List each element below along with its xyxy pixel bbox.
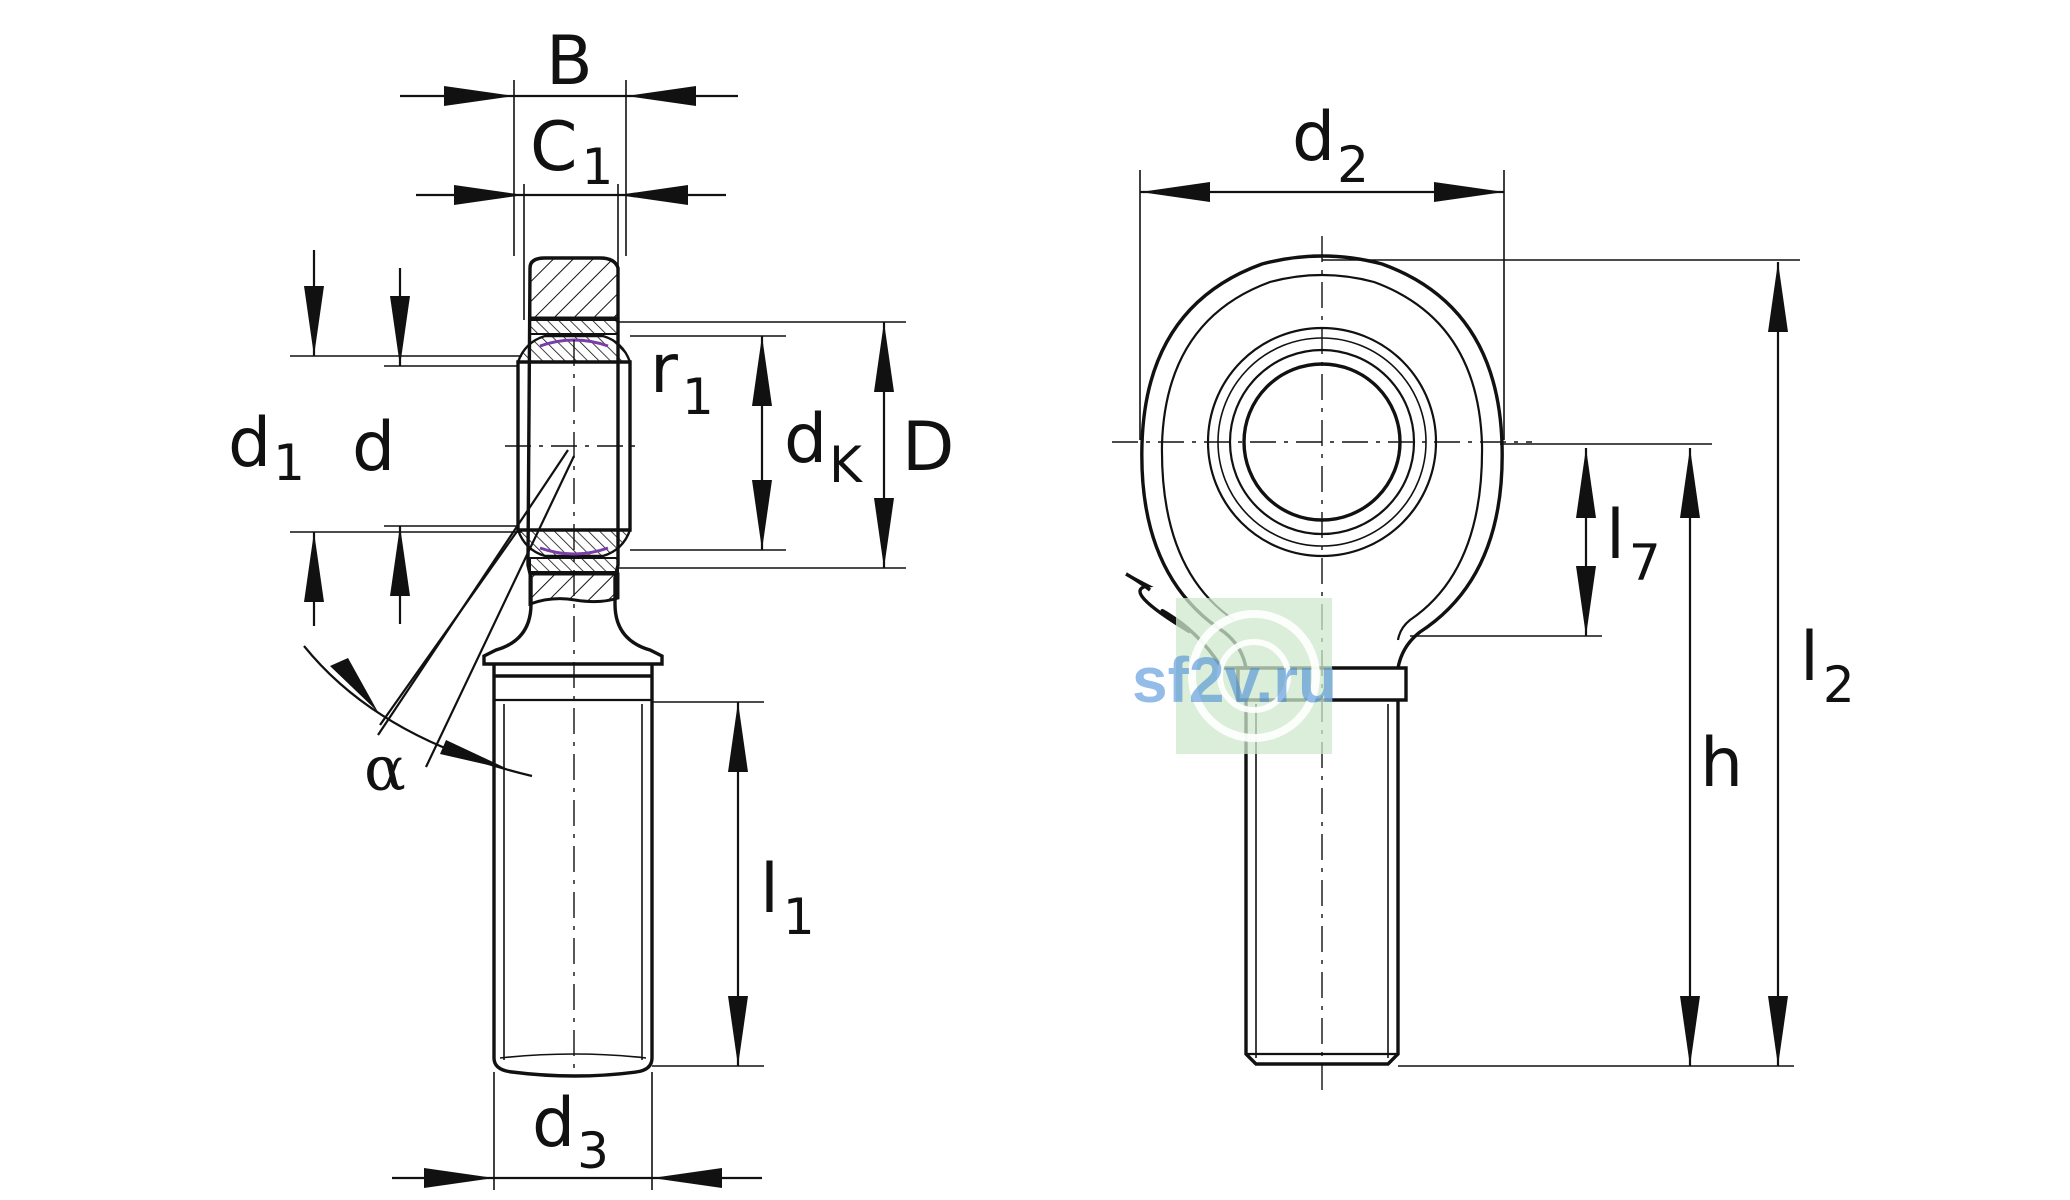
dim-l2-arrow-bottom	[1768, 996, 1788, 1066]
dim-l7-arrow-top	[1576, 448, 1596, 518]
alpha-arrow-1	[330, 658, 378, 712]
alpha-arrow-2	[440, 740, 510, 770]
label-d2: d2	[1292, 98, 1369, 194]
liner-bottom-purple	[539, 546, 609, 556]
shank	[492, 664, 654, 1078]
shank-end-chamfer	[499, 1053, 647, 1059]
front-view: d2 l7 h l2	[1112, 98, 1855, 1098]
dim-d2-arrow-right	[1434, 182, 1504, 202]
label-r1: r1	[650, 330, 714, 426]
dim-b-arrow-right	[626, 86, 696, 106]
label-l1: l1	[760, 850, 815, 946]
label-h: h	[1700, 724, 1743, 803]
dim-dk-arrow-bottom	[752, 480, 772, 550]
dim-dk-arrow-top	[752, 336, 772, 406]
dim-l1-arrow-top	[728, 702, 748, 772]
dim-D-arrow-top	[874, 322, 894, 392]
dim-l1-arrow-bottom	[728, 996, 748, 1066]
dim-l2-arrow-top	[1768, 262, 1788, 332]
label-l2: l2	[1800, 618, 1855, 714]
label-dk: dK	[784, 400, 863, 494]
dim-d-arrow-bottom	[390, 526, 410, 596]
label-alpha: α	[364, 732, 406, 805]
dim-d2-arrow-left	[1140, 182, 1210, 202]
liner-top	[529, 319, 619, 335]
label-d: d	[352, 408, 395, 487]
tilt-line-3	[379, 529, 519, 726]
watermark-bearing-icon	[1188, 610, 1320, 742]
dim-h-arrow-bottom	[1680, 996, 1700, 1066]
watermark-text: sf2v.ru	[1132, 644, 1337, 716]
dim-b-arrow-left	[444, 86, 514, 106]
eye-housing-inner	[1160, 273, 1484, 641]
label-l7: l7	[1606, 496, 1661, 592]
dim-d1-arrow-top	[304, 286, 324, 356]
section-view: B C1 d1 d r1 dK	[228, 22, 954, 1190]
dim-c1-arrow-right	[618, 185, 688, 205]
dim-d3-arrow-left	[424, 1168, 494, 1188]
label-d1: d1	[228, 404, 305, 492]
dim-d3-arrow-right	[652, 1168, 722, 1188]
watermark-box	[1176, 598, 1332, 754]
tilt-line-2	[425, 455, 575, 768]
dim-d1-arrow-bottom	[304, 532, 324, 602]
dim-h-arrow-top	[1680, 448, 1700, 518]
watermark-bearing-inner-icon	[1217, 639, 1291, 713]
label-d3: d3	[532, 1084, 609, 1180]
watermark: sf2v.ru	[1132, 598, 1337, 754]
dim-d-arrow-top	[390, 296, 410, 366]
dim-c1-arrow-left	[454, 185, 524, 205]
label-c1: C1	[530, 108, 613, 196]
label-D: D	[902, 408, 954, 487]
label-b: B	[546, 22, 593, 101]
housing-top-hatch	[528, 256, 620, 320]
dim-l7-arrow-bottom	[1576, 566, 1596, 636]
dim-D-arrow-bottom	[874, 498, 894, 568]
